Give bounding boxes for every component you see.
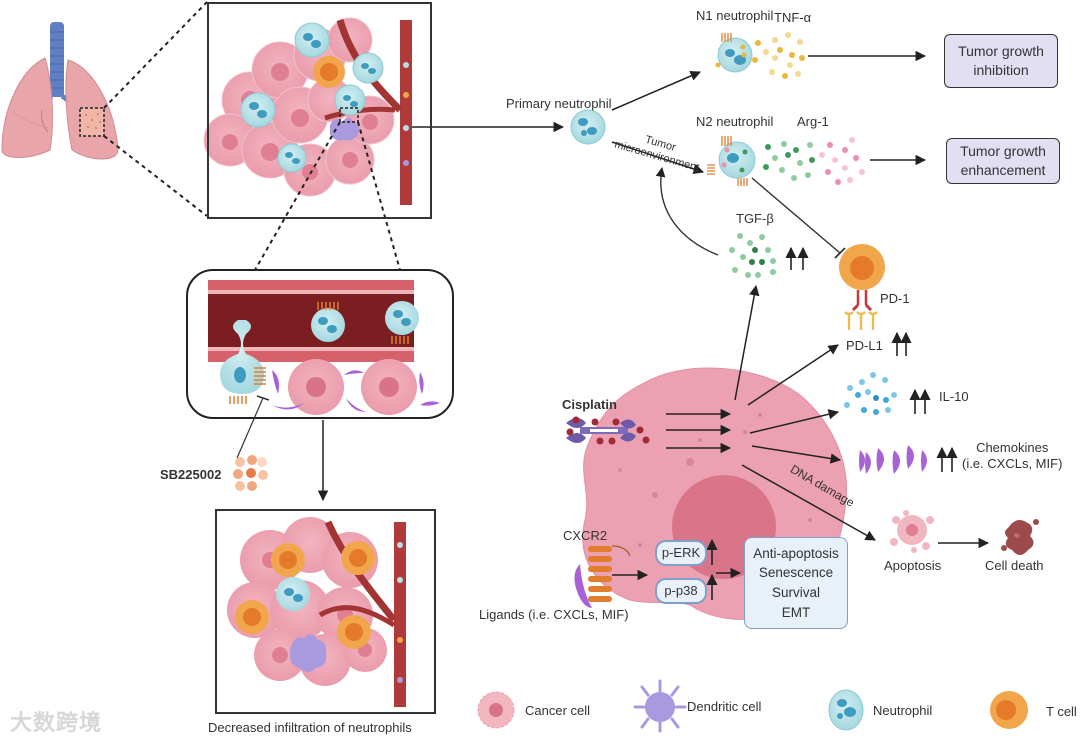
ligands-label: Ligands (i.e. CXCLs, MIF) — [479, 607, 629, 622]
tgf-beta-label: TGF-β — [736, 211, 774, 226]
il10-up-arrows-icon — [909, 388, 931, 414]
extravasation-panel — [186, 269, 454, 419]
chemokine-up-arrows-icon — [936, 446, 958, 472]
apoptosis-label: Apoptosis — [884, 558, 942, 573]
pdl1-up-arrows-icon — [891, 331, 912, 356]
chemokine-crescents — [859, 445, 927, 474]
outcome-line: enhancement — [960, 162, 1046, 178]
legend-dendritic-cell-label: Dendritic cell — [687, 699, 762, 714]
il10-dots — [844, 372, 897, 415]
neutrophils-in-vessel — [220, 301, 419, 404]
tgf-beta-dots — [729, 233, 776, 278]
tumor-growth-enhancement-box: Tumor growth enhancement — [946, 138, 1060, 184]
effect-item: Senescence — [758, 565, 834, 581]
neutrophil-icon — [828, 689, 864, 731]
cancer-cell-icon — [477, 691, 515, 729]
p-erk-pill: p-ERK — [655, 540, 707, 566]
chemokines-examples: (i.e. CXCLs, MIF) — [962, 455, 1063, 471]
cisplatin-label: Cisplatin — [562, 397, 617, 412]
tnf-alpha-label: TNF-α — [774, 10, 812, 25]
n2-neutrophil-icon — [707, 136, 756, 186]
cisplatin-molecule-icon — [566, 416, 650, 445]
pdl1-label: PD-L1 — [846, 338, 883, 353]
tumor-tissue-bottom — [227, 517, 406, 707]
chemokines-label: Chemokines (i.e. CXCLs, MIF) — [962, 440, 1062, 471]
n1-neutrophil-icon — [715, 33, 753, 73]
cxcr2-receptor-icon — [574, 545, 631, 608]
effect-item: Anti-apoptosis — [753, 545, 839, 561]
t-cell-icon — [990, 691, 1028, 729]
lungs-icon — [1, 22, 119, 160]
arg1-dots — [763, 137, 865, 185]
outcome-line: inhibition — [973, 62, 1029, 78]
cellular-effects-box: Anti-apoptosis Senescence Survival EMT — [744, 537, 848, 629]
dead-cell-icon — [1001, 519, 1039, 555]
tnf-alpha-dots — [752, 32, 805, 79]
outcome-line: Tumor growth — [958, 43, 1044, 60]
effect-item: EMT — [781, 604, 811, 620]
legend-neutrophil-label: Neutrophil — [873, 703, 933, 718]
dendritic-cell-icon — [633, 679, 687, 733]
cancer-cells-middle — [272, 359, 440, 415]
watermark-logo: 大数跨境 — [10, 705, 102, 737]
p-p38-pill: p-p38 — [655, 578, 707, 604]
tumor-region-box — [207, 2, 432, 219]
tumor-growth-inhibition-box: Tumor growth inhibition — [944, 34, 1058, 88]
arg1-label: Arg-1 — [797, 114, 829, 129]
chemokines-line: Chemokines — [976, 440, 1049, 455]
outcome-line: Tumor growth — [960, 143, 1046, 160]
legend-t-cell-label: T cell — [1046, 704, 1077, 719]
primary-neutrophil-label: Primary neutrophil — [506, 96, 612, 111]
sb225002-label: SB225002 — [160, 467, 222, 482]
tumor-tissue-top — [203, 17, 412, 205]
legend-cancer-cell-label: Cancer cell — [525, 703, 591, 718]
sb225002-molecules-icon — [233, 455, 268, 491]
n2-neutrophil-label: N2 neutrophil — [696, 114, 774, 129]
effect-item: Survival — [771, 585, 820, 600]
pd1-label: PD-1 — [880, 291, 910, 306]
decreased-infiltration-box — [215, 509, 436, 714]
cell-death-label: Cell death — [985, 558, 1044, 573]
decreased-infiltration-label: Decreased infiltration of neutrophils — [208, 720, 412, 735]
apoptotic-cell-icon — [890, 510, 934, 553]
cxcr2-label: CXCR2 — [563, 528, 608, 543]
il10-label: IL-10 — [939, 389, 969, 404]
watermark-text: 大数跨境 — [10, 710, 103, 735]
tgf-up-arrows-icon — [785, 246, 809, 270]
n1-neutrophil-label: N1 neutrophil — [696, 8, 774, 23]
primary-neutrophil-icon — [570, 109, 606, 145]
t-cell-pd1-icon — [839, 244, 885, 330]
